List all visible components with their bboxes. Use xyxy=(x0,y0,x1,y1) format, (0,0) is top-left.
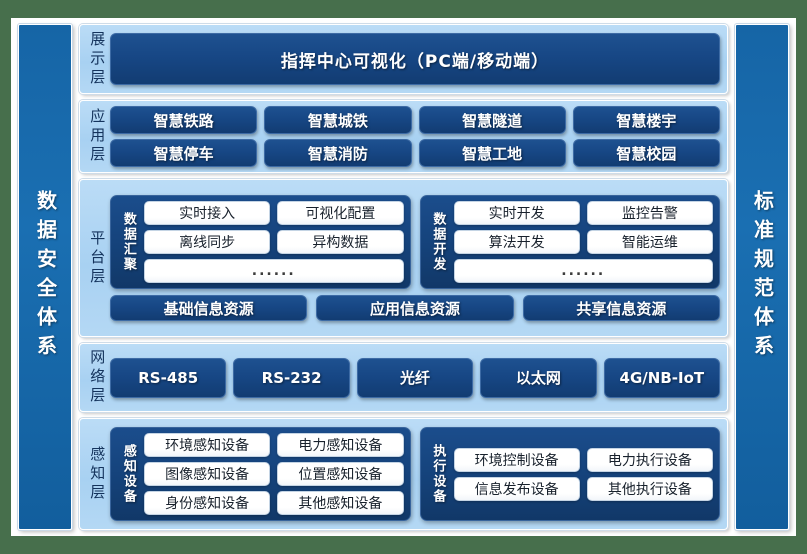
layer-platform: 平台层 数据汇聚 实时接入 可视化配置 xyxy=(79,179,728,337)
chip-visual-configuration[interactable]: 可视化配置 xyxy=(277,201,404,225)
layer-display-label: 展示层 xyxy=(88,30,107,88)
platform-groups: 数据汇聚 实时接入 可视化配置 离线同步 异构数据 xyxy=(110,195,720,289)
platform-resource-row: 基础信息资源 应用信息资源 共享信息资源 xyxy=(110,295,720,321)
group-data-development-label: 数据开发 xyxy=(430,212,446,272)
chip-other-actuator-device[interactable]: 其他执行设备 xyxy=(586,476,713,501)
group-sensing-devices-label-wrap: 感知设备 xyxy=(117,433,139,515)
group-data-aggregation-grid: 实时接入 可视化配置 离线同步 异构数据 ...... xyxy=(144,201,404,283)
application-row-1: 智慧铁路 智慧城铁 智慧隧道 智慧楼宇 xyxy=(110,106,720,134)
layer-display-label-wrap: 展示层 xyxy=(84,30,110,88)
standards-specification-system-pillar: 标准规范体系 xyxy=(735,24,789,530)
development-row-1: 实时开发 监控告警 xyxy=(453,201,713,225)
group-data-aggregation-label: 数据汇聚 xyxy=(120,212,136,272)
aggregation-row-3: ...... xyxy=(144,259,404,283)
chip-basic-information-resources[interactable]: 基础信息资源 xyxy=(110,295,308,321)
chip-information-release-device[interactable]: 信息发布设备 xyxy=(453,476,580,501)
layer-application: 应用层 智慧铁路 智慧城铁 智慧隧道 智慧楼宇 智慧停车 智慧消防 智慧工地 智… xyxy=(79,100,728,173)
group-sensing-devices: 感知设备 环境感知设备 电力感知设备 图像感知设备 位置感知设备 xyxy=(110,427,411,521)
layer-platform-label-wrap: 平台层 xyxy=(84,185,110,331)
diagram-layout: 数据安全体系 展示层 指挥中心可视化（PC端/移动端） 应用层 xyxy=(11,18,796,536)
group-actuator-devices: 执行设备 环境控制设备 电力执行设备 信息发布设备 其他执行设备 xyxy=(419,427,720,521)
chip-optical-fiber[interactable]: 光纤 xyxy=(356,357,474,398)
chip-environment-control-device[interactable]: 环境控制设备 xyxy=(453,447,580,472)
chip-smart-railway[interactable]: 智慧铁路 xyxy=(110,106,258,134)
layer-network-body: RS-485 RS-232 光纤 以太网 4G/NB-IoT xyxy=(110,349,721,406)
chip-intelligent-operations[interactable]: 智能运维 xyxy=(586,230,713,254)
data-security-system-label: 数据安全体系 xyxy=(33,190,58,364)
aggregation-row-1: 实时接入 可视化配置 xyxy=(144,201,404,225)
chip-command-center-visualization[interactable]: 指挥中心可视化（PC端/移动端） xyxy=(110,33,720,85)
group-data-development-label-wrap: 数据开发 xyxy=(427,201,449,283)
group-data-aggregation: 数据汇聚 实时接入 可视化配置 离线同步 异构数据 xyxy=(110,195,411,289)
group-actuator-devices-label-wrap: 执行设备 xyxy=(427,433,449,515)
chip-power-actuator-device[interactable]: 电力执行设备 xyxy=(586,447,713,472)
layer-application-body: 智慧铁路 智慧城铁 智慧隧道 智慧楼宇 智慧停车 智慧消防 智慧工地 智慧校园 xyxy=(110,106,720,167)
sensing-row-2: 图像感知设备 位置感知设备 xyxy=(144,462,404,486)
application-row-2: 智慧停车 智慧消防 智慧工地 智慧校园 xyxy=(110,139,720,167)
chip-monitoring-alarm[interactable]: 监控告警 xyxy=(586,201,713,225)
development-row-3: ...... xyxy=(453,259,713,283)
chip-realtime-ingest[interactable]: 实时接入 xyxy=(144,201,271,225)
layer-platform-label: 平台层 xyxy=(88,229,107,287)
layer-network: 网络层 RS-485 RS-232 光纤 以太网 4G/NB-IoT xyxy=(79,343,728,412)
development-row-2: 算法开发 智能运维 xyxy=(453,230,713,254)
aggregation-row-2: 离线同步 异构数据 xyxy=(144,230,404,254)
chip-image-sensing-device[interactable]: 图像感知设备 xyxy=(144,462,271,486)
chip-environment-sensing-device[interactable]: 环境感知设备 xyxy=(144,433,271,457)
chip-smart-construction-site[interactable]: 智慧工地 xyxy=(418,139,566,167)
chip-rs232[interactable]: RS-232 xyxy=(233,357,350,398)
group-actuator-devices-grid: 环境控制设备 电力执行设备 信息发布设备 其他执行设备 xyxy=(453,433,713,515)
chip-rs485[interactable]: RS-485 xyxy=(110,357,227,398)
chip-power-sensing-device[interactable]: 电力感知设备 xyxy=(277,433,404,457)
layer-display: 展示层 指挥中心可视化（PC端/移动端） xyxy=(79,24,728,94)
sensing-row-3: 身份感知设备 其他感知设备 xyxy=(144,491,404,515)
chip-smart-urban-rail[interactable]: 智慧城铁 xyxy=(264,106,412,134)
layer-perception-label: 感知层 xyxy=(88,445,107,503)
layer-perception-body: 感知设备 环境感知设备 电力感知设备 图像感知设备 位置感知设备 xyxy=(110,424,720,524)
actuator-row-1: 环境控制设备 电力执行设备 xyxy=(453,447,713,472)
chip-algorithm-development[interactable]: 算法开发 xyxy=(453,230,580,254)
layer-perception-label-wrap: 感知层 xyxy=(84,424,110,524)
chip-other-sensing-device[interactable]: 其他感知设备 xyxy=(277,491,404,515)
chip-location-sensing-device[interactable]: 位置感知设备 xyxy=(277,462,404,486)
layer-stack: 展示层 指挥中心可视化（PC端/移动端） 应用层 智慧铁路 智慧城铁 xyxy=(79,24,728,530)
sensing-row-1: 环境感知设备 电力感知设备 xyxy=(144,433,404,457)
chip-smart-firefighting[interactable]: 智慧消防 xyxy=(264,139,412,167)
chip-smart-parking[interactable]: 智慧停车 xyxy=(110,139,258,167)
layer-display-body: 指挥中心可视化（PC端/移动端） xyxy=(110,30,720,88)
group-data-development: 数据开发 实时开发 监控告警 算法开发 智能运维 xyxy=(419,195,720,289)
data-security-system-pillar: 数据安全体系 xyxy=(18,24,72,530)
group-sensing-devices-label: 感知设备 xyxy=(120,444,136,504)
perception-groups: 感知设备 环境感知设备 电力感知设备 图像感知设备 位置感知设备 xyxy=(110,427,720,521)
chip-smart-tunnel[interactable]: 智慧隧道 xyxy=(418,106,566,134)
group-actuator-devices-label: 执行设备 xyxy=(430,444,446,504)
layer-network-label: 网络层 xyxy=(88,349,107,406)
layer-application-label-wrap: 应用层 xyxy=(84,106,110,167)
chip-smart-campus[interactable]: 智慧校园 xyxy=(572,139,720,167)
layer-perception: 感知层 感知设备 环境感知设备 电力感知设备 xyxy=(79,418,728,530)
group-data-aggregation-label-wrap: 数据汇聚 xyxy=(117,201,139,283)
group-sensing-devices-grid: 环境感知设备 电力感知设备 图像感知设备 位置感知设备 身份感知设备 其他感知设… xyxy=(144,433,404,515)
chip-heterogeneous-data[interactable]: 异构数据 xyxy=(277,230,404,254)
chip-identity-sensing-device[interactable]: 身份感知设备 xyxy=(144,491,271,515)
layer-network-label-wrap: 网络层 xyxy=(84,349,110,406)
chip-aggregation-more[interactable]: ...... xyxy=(144,259,404,283)
chip-realtime-development[interactable]: 实时开发 xyxy=(453,201,580,225)
chip-shared-information-resources[interactable]: 共享信息资源 xyxy=(522,295,720,321)
layer-platform-body: 数据汇聚 实时接入 可视化配置 离线同步 异构数据 xyxy=(110,185,720,331)
actuator-row-2: 信息发布设备 其他执行设备 xyxy=(453,476,713,501)
group-data-development-grid: 实时开发 监控告警 算法开发 智能运维 ...... xyxy=(453,201,713,283)
chip-application-information-resources[interactable]: 应用信息资源 xyxy=(316,295,514,321)
chip-ethernet[interactable]: 以太网 xyxy=(480,357,597,398)
network-row: RS-485 RS-232 光纤 以太网 4G/NB-IoT xyxy=(110,357,721,398)
chip-offline-sync[interactable]: 离线同步 xyxy=(144,230,271,254)
standards-specification-system-label: 标准规范体系 xyxy=(750,190,775,364)
chip-4g-nbiot[interactable]: 4G/NB-IoT xyxy=(603,357,721,398)
layer-application-label: 应用层 xyxy=(88,108,107,165)
display-row: 指挥中心可视化（PC端/移动端） xyxy=(110,33,720,85)
chip-development-more[interactable]: ...... xyxy=(453,259,713,283)
chip-smart-building[interactable]: 智慧楼宇 xyxy=(572,106,720,134)
